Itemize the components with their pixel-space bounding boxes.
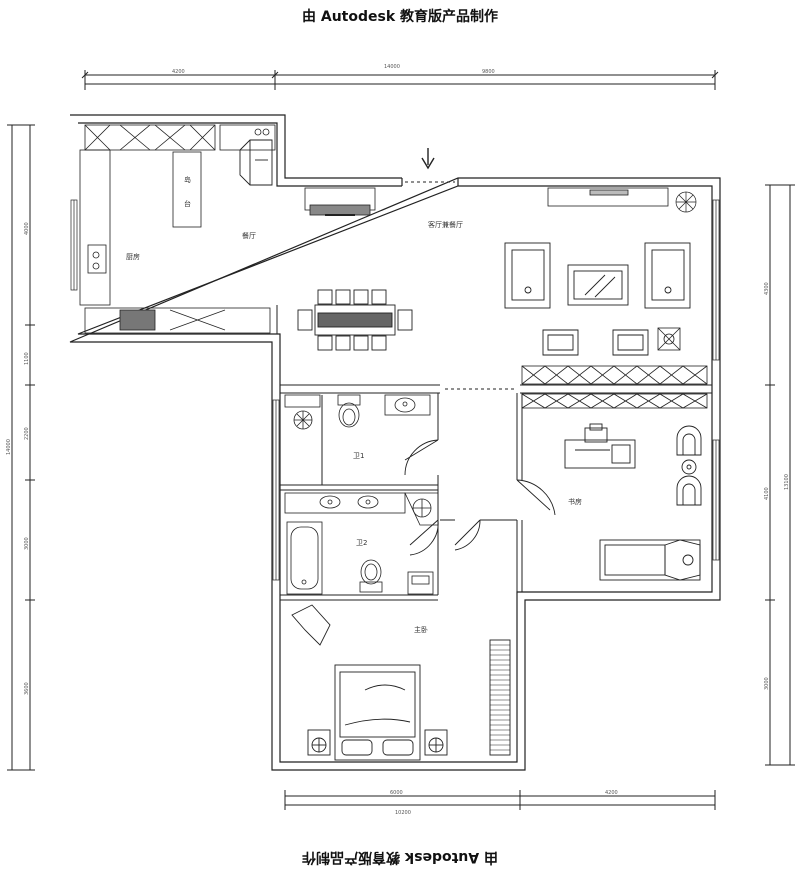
interior-walls	[276, 305, 712, 601]
label-dining: 餐厅	[242, 231, 256, 240]
study-desk	[564, 423, 636, 469]
dim-top-left: 4200	[172, 69, 185, 75]
wardrobe	[521, 365, 708, 409]
label-master-bedroom: 主卧	[414, 625, 428, 634]
dim-bottom-right: 4200	[605, 790, 618, 796]
sofa-right	[644, 242, 691, 309]
kitchen-island	[172, 151, 202, 228]
master-bedroom-furniture	[291, 604, 511, 761]
armchairs	[542, 329, 649, 356]
label-bath2: 卫2	[356, 539, 367, 547]
label-island-1: 岛	[184, 175, 191, 184]
refrigerator	[239, 139, 273, 186]
dim-left-2: 1100	[24, 352, 30, 365]
study-sofabed	[599, 539, 701, 581]
shoe-cabinet	[304, 187, 376, 216]
dim-right-3: 3000	[764, 677, 770, 690]
dim-left-total: 14000	[6, 439, 12, 455]
kitchen-counter-left	[79, 149, 111, 306]
windows	[70, 199, 720, 581]
kitchen-counter-bottom	[84, 307, 271, 334]
dimension-bottom	[284, 790, 716, 810]
kitchen-cabinets-top	[84, 124, 276, 151]
dim-right-1: 4300	[764, 282, 770, 295]
bath2-fixtures	[284, 492, 439, 595]
label-island-2: 台	[184, 199, 191, 208]
watermark-top: 由 Autodesk 教育版产品制作	[301, 9, 499, 25]
dimension-labels: 4200 14000 9800 6000 10200 4200 14000 40…	[6, 64, 790, 816]
room-labels: 岛 台 厨房 餐厅 客厅兼餐厅 卫1 卫2 书房 主卧	[126, 175, 582, 634]
entry-arrow	[405, 148, 455, 183]
dim-left-5: 3600	[24, 682, 30, 695]
dim-top-total: 14000	[384, 64, 400, 70]
tv-cabinet	[547, 187, 669, 207]
bath1-fixtures	[284, 394, 431, 430]
label-kitchen: 厨房	[126, 252, 140, 261]
dim-bottom-left: 6000	[390, 790, 403, 796]
label-bath1: 卫1	[353, 452, 364, 460]
dim-right-total: 13100	[784, 474, 790, 490]
dimension-top	[81, 70, 719, 90]
dim-left-1: 4000	[24, 222, 30, 235]
label-living: 客厅兼餐厅	[428, 220, 463, 229]
dim-left-3: 2200	[24, 427, 30, 440]
dim-right-2: 4100	[764, 487, 770, 500]
dining-table	[297, 289, 413, 351]
dimension-left	[7, 124, 35, 771]
side-table	[657, 327, 681, 351]
dimension-right	[765, 184, 795, 766]
dim-top-right: 9800	[482, 69, 495, 75]
exterior-walls	[69, 114, 721, 771]
plant	[675, 191, 697, 213]
sofa-left	[504, 242, 551, 309]
dim-left-4: 3000	[24, 537, 30, 550]
label-study: 书房	[568, 497, 582, 506]
doors	[404, 439, 556, 556]
dim-bottom-total: 10200	[395, 810, 411, 816]
coffee-table	[567, 264, 629, 306]
study-chairs	[676, 425, 702, 506]
watermark-bottom: 由 Autodesk 教育版产品制作	[301, 849, 499, 865]
